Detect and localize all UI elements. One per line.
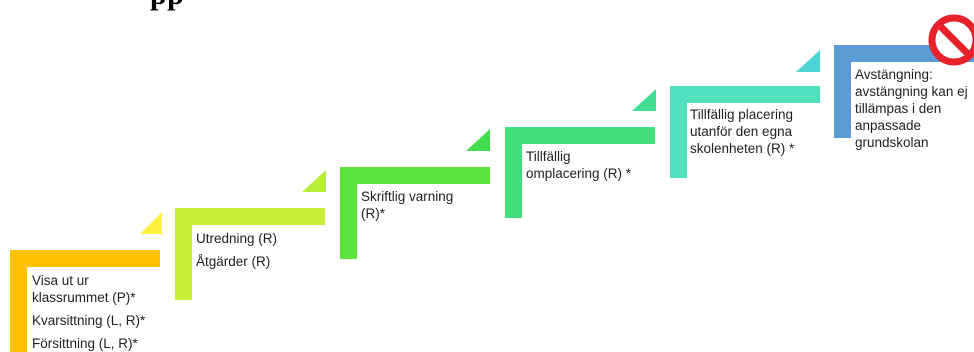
step-2-line-1: Utredning (R)	[196, 231, 278, 246]
step-1-arrow	[140, 212, 162, 234]
step-3-top-bar	[340, 167, 490, 184]
step-5-left-bar	[670, 86, 687, 178]
step-6-line-4: anpassade	[855, 118, 922, 133]
step-6-line-2: avstängning kan ej	[855, 84, 968, 99]
step-2-top-bar	[175, 208, 325, 225]
step-6-left-bar	[834, 45, 851, 138]
title-fragment: pp	[150, 0, 184, 12]
step-2-arrow	[302, 170, 326, 192]
step-5-line-1: Tillfällig placering	[690, 107, 794, 122]
step-4-line-1: Tillfällig	[526, 149, 571, 164]
step-5-top-bar	[670, 86, 820, 103]
step-1-text: Visa ut ur klassrummet (P)* Kvarsittning…	[32, 272, 145, 352]
step-4-line-2: omplacering (R) *	[526, 166, 632, 181]
step-3-text: Skriftlig varning (R)*	[361, 188, 453, 222]
step-3-line-1: Skriftlig varning	[361, 189, 454, 204]
step-3-line-2: (R)*	[361, 206, 385, 221]
step-4-left-bar	[505, 127, 522, 218]
step-2-text: Utredning (R) Åtgärder (R)	[196, 230, 277, 270]
step-5-text: Tillfällig placering utanför den egna sk…	[690, 106, 794, 157]
step-1-line-1: Visa ut ur	[32, 273, 89, 288]
step-4-text: Tillfällig omplacering (R) *	[526, 148, 631, 182]
step-1-top-bar	[10, 250, 160, 267]
step-6-line-1: Avstängning:	[855, 67, 933, 82]
step-3-left-bar	[340, 167, 357, 259]
step-6-text: Avstängning: avstängning kan ej tillämpa…	[855, 66, 968, 151]
step-2-left-bar	[175, 208, 192, 300]
step-1-line-4: Försittning (L, R)*	[32, 336, 138, 351]
step-5-line-3: skolenheten (R) *	[690, 141, 795, 156]
step-2-line-2: Åtgärder (R)	[196, 254, 271, 269]
step-6-line-3: tillämpas i den	[855, 101, 942, 116]
step-3-arrow	[466, 129, 490, 151]
step-1-left-bar	[10, 250, 27, 352]
step-4-arrow	[632, 89, 656, 111]
step-4-top-bar	[505, 127, 655, 144]
step-1-line-2: klassrummet (P)*	[32, 290, 136, 305]
no-entry-icon	[928, 14, 974, 66]
step-5-arrow	[796, 50, 820, 72]
step-1-line-3: Kvarsittning (L, R)*	[32, 313, 146, 328]
step-6-line-5: grundskolan	[855, 135, 929, 150]
step-5-line-2: utanför den egna	[690, 124, 793, 139]
